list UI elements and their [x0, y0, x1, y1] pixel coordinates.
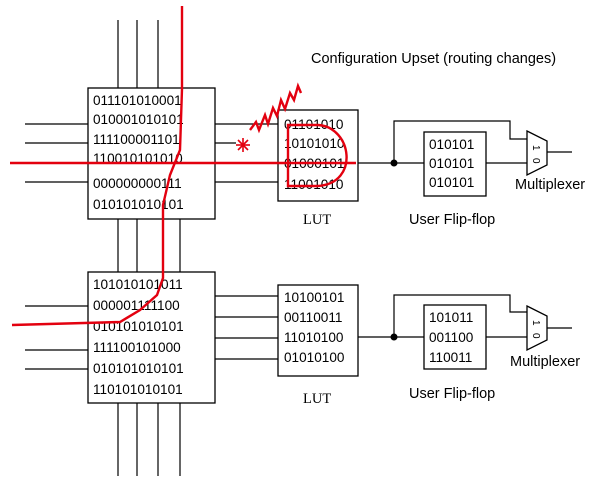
switch-bit-row: 111100001101: [93, 132, 180, 147]
radiation-strike-icon: [249, 82, 303, 134]
lut-bit-row: 10100101: [284, 290, 344, 305]
upset-routing-path: [11, 6, 184, 327]
fault-overlay: [10, 6, 356, 327]
bottom-flip-flop-box: [423, 304, 487, 370]
bottom-lut-box: [277, 284, 359, 377]
top-lut-output-wiring: [358, 120, 527, 167]
switch-bit-row: 011101010001: [93, 93, 182, 108]
top-lut-label: LUT: [303, 212, 331, 228]
bottom-vertical-wires-lower: [117, 403, 181, 476]
mux-input-0: 0: [530, 158, 541, 164]
ff-bit-row: 010101: [429, 156, 474, 171]
top-flip-flop-box: [423, 131, 487, 197]
impact-asterisk-icon: [236, 138, 250, 152]
top-horizontal-wires-left: [25, 123, 88, 183]
top-multiplexer: [526, 129, 548, 177]
bottom-lut-label: LUT: [303, 391, 331, 407]
switch-bit-row: 000001111100: [93, 298, 180, 313]
lut-bit-row: 10101010: [284, 136, 345, 151]
upset-lut-loop: [286, 123, 348, 188]
lut-bit-row: 00110011: [284, 310, 342, 325]
mux-input-1: 1: [530, 145, 541, 151]
switch-bit-row: 010101010101: [93, 197, 184, 212]
switch-bit-row: 010001010101: [93, 112, 184, 127]
ff-bit-row: 001100: [429, 330, 474, 345]
lut-bit-row: 11010100: [284, 330, 344, 345]
bottom-lut-output-wiring: [358, 294, 527, 341]
bottom-mux-label: Multiplexer: [510, 354, 580, 370]
switch-bit-row: 101010101011: [93, 277, 183, 292]
bottom-switch-box: [87, 271, 216, 404]
bottom-multiplexer: [526, 304, 548, 352]
top-ff-label: User Flip-flop: [409, 212, 495, 228]
bottom-horizontal-wires-left: [25, 305, 88, 370]
switch-bit-row: 010101010101: [93, 361, 184, 376]
bottom-switch-bits: 101010101011 000001111100 010101010101 1…: [93, 277, 184, 397]
switch-bit-row: 111100101000: [93, 340, 181, 355]
top-ff-bits: 010101 010101 010101: [429, 137, 474, 190]
lut-bit-row: 01010100: [284, 350, 345, 365]
bottom-ff-label: User Flip-flop: [409, 386, 495, 402]
mux-input-0: 0: [530, 333, 541, 339]
top-lut-bits: 01101010 10101010 01000101 11001010: [284, 117, 345, 192]
mux-input-1: 1: [530, 320, 541, 326]
ff-bit-row: 101011: [429, 310, 473, 325]
configuration-upset-label: Configuration Upset (routing changes): [311, 51, 556, 67]
switch-bit-row: 000000000111: [93, 176, 182, 191]
ff-bit-row: 010101: [429, 175, 474, 190]
bottom-lut-bits: 10100101 00110011 11010100 01010100: [284, 290, 345, 365]
top-mux-label: Multiplexer: [515, 177, 585, 193]
switch-bit-row: 110101010101: [93, 382, 183, 397]
top-vertical-wires-upper: [117, 20, 159, 88]
inter-block-vertical-wires: [117, 219, 181, 272]
ff-bit-row: 110011: [429, 350, 472, 365]
bottom-block: 101010101011 000001111100 010101010101 1…: [25, 271, 580, 476]
top-switch-to-lut-wires: [215, 123, 278, 183]
bottom-ff-bits: 101011 001100 110011: [429, 310, 474, 365]
top-switch-box: [87, 87, 216, 220]
lut-bit-row: 11001010: [284, 177, 344, 192]
ff-bit-row: 010101: [429, 137, 474, 152]
bottom-switch-to-lut-wires: [215, 295, 278, 360]
